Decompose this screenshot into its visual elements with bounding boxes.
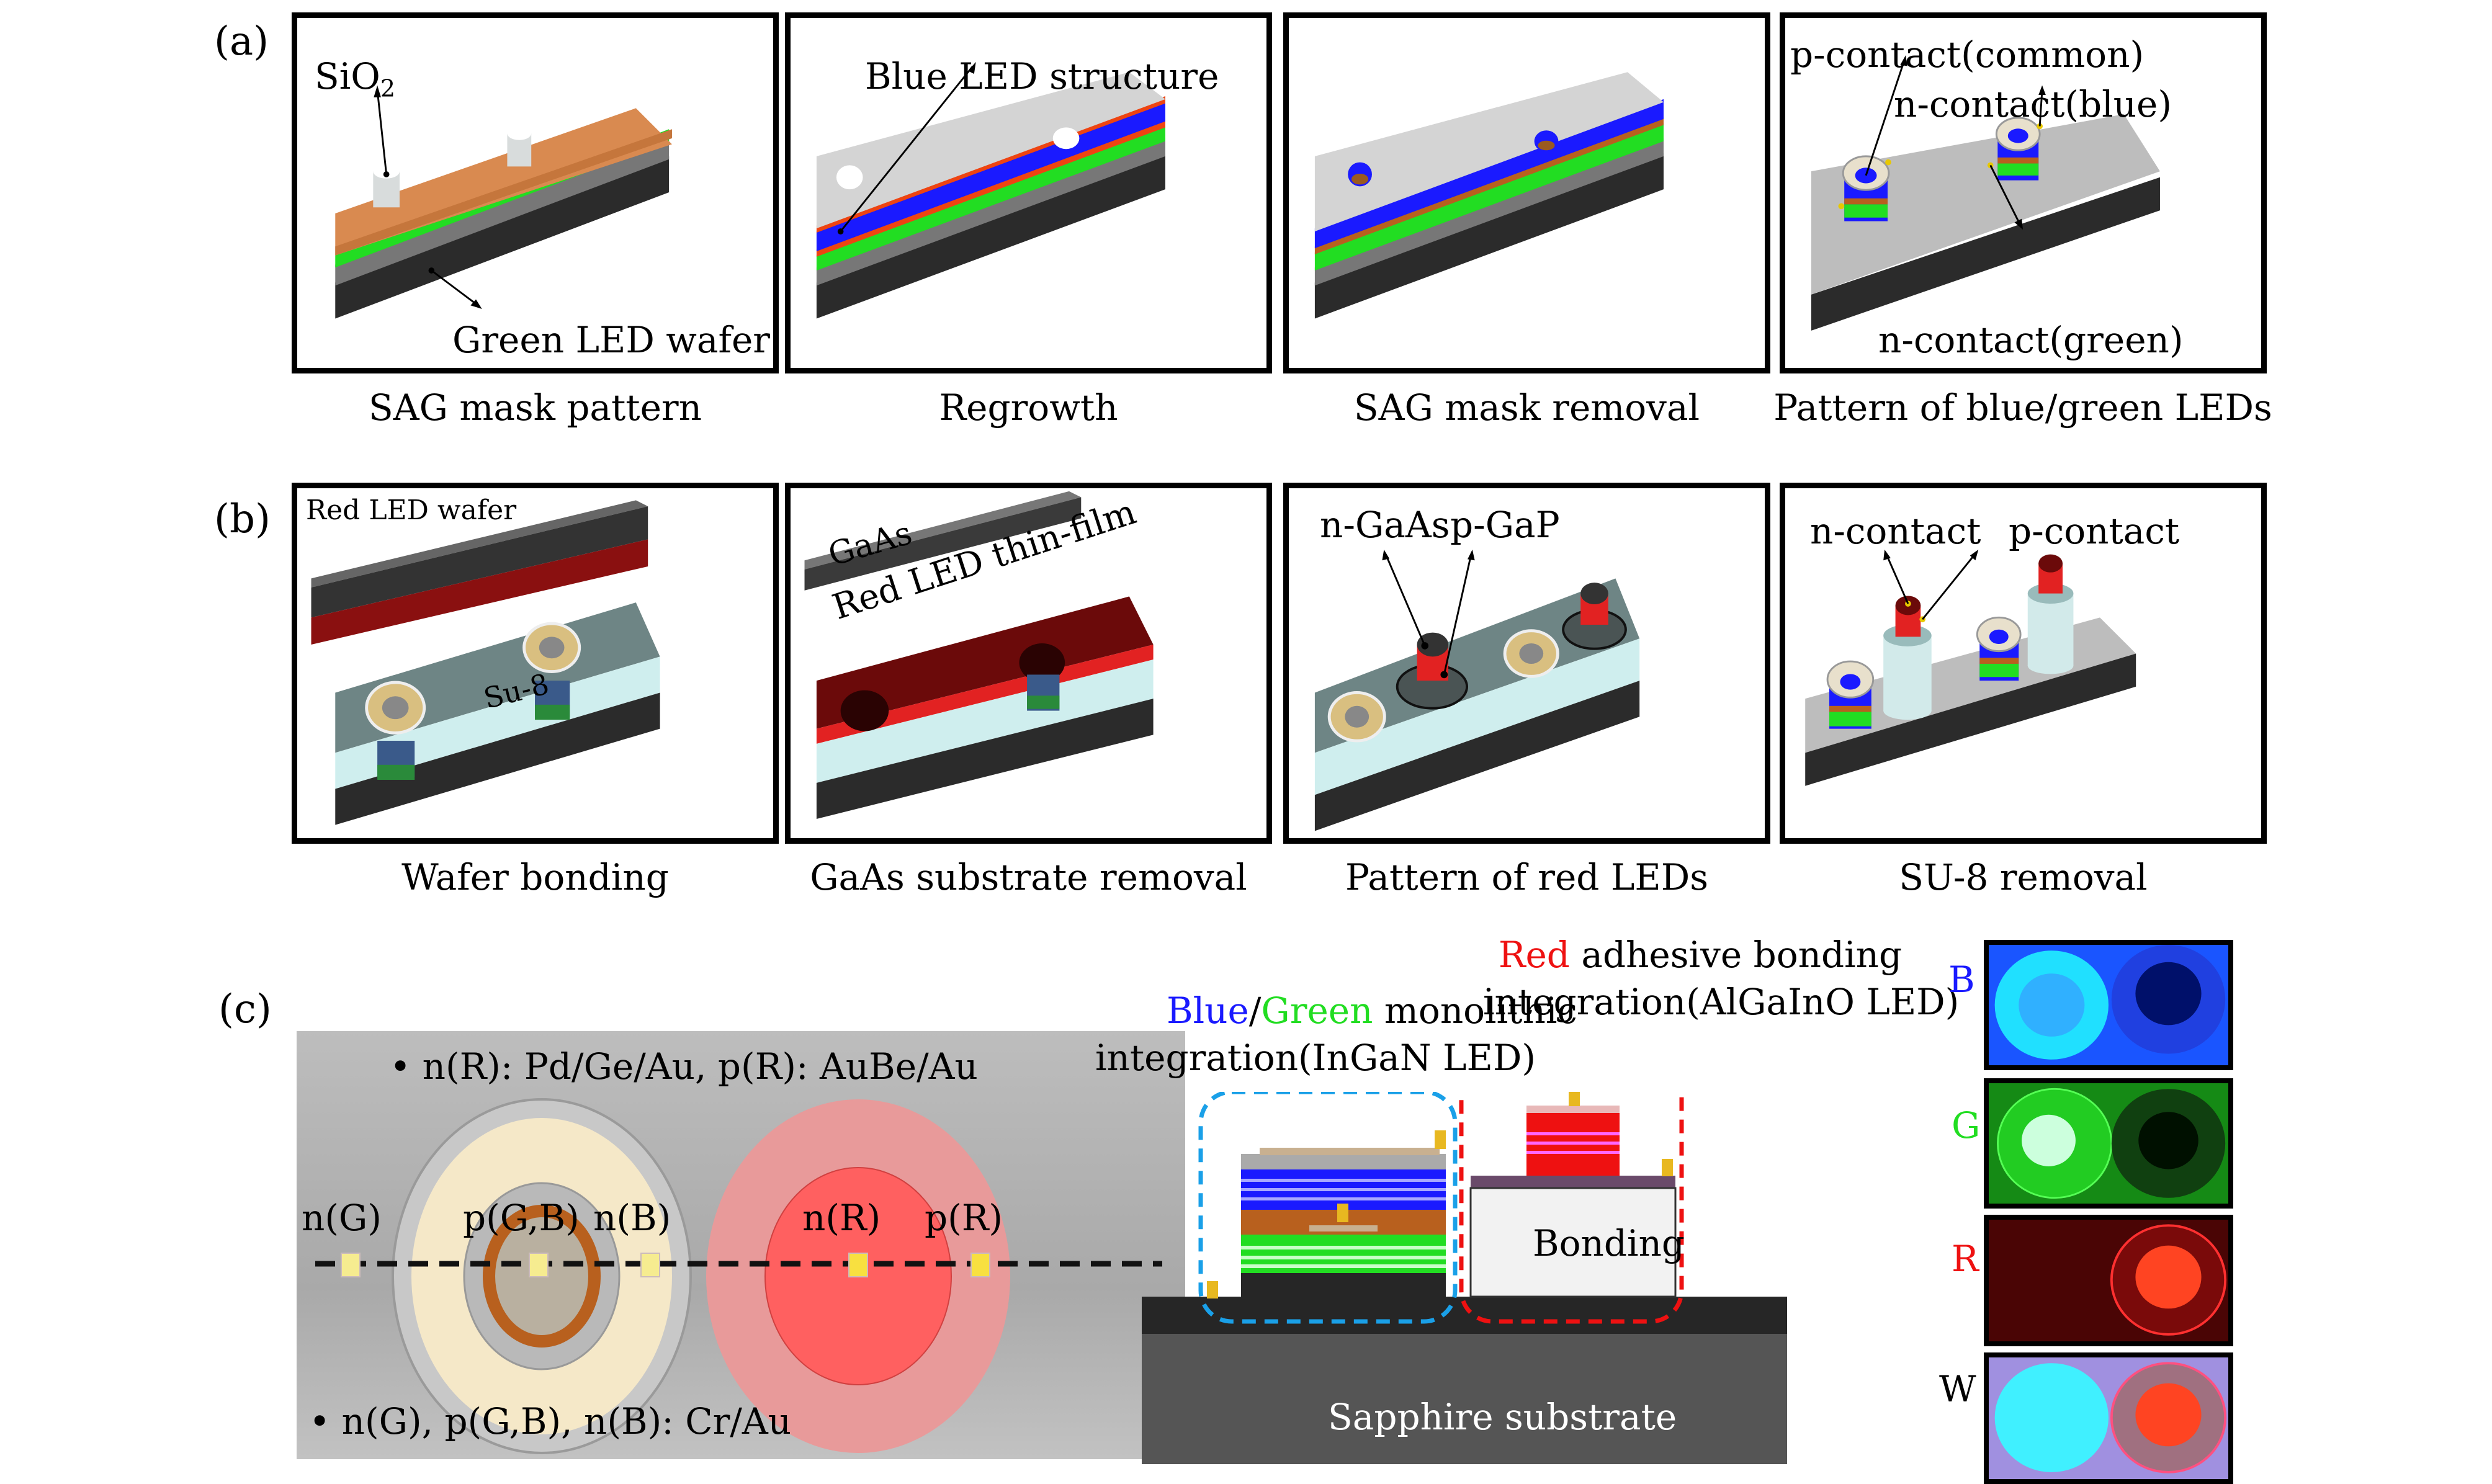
caption-sag-mask-pattern: SAG mask pattern [368,387,702,429]
top-view-layout: • n(R): Pd/Ge/Au, p(R): AuBe/Au • n(G), … [297,1031,1185,1459]
label-green-led-wafer: Green LED wafer [452,319,771,361]
photo-label-r: R [1952,1238,1979,1280]
photo-green-emission [1984,1078,2233,1209]
caption-pattern-red: Pattern of red LEDs [1345,856,1708,898]
top-view-graphic [315,1098,1162,1454]
label-n-contact-green: n-contact(green) [1878,319,2184,361]
panel-pattern-blue-green: p-contact(common) n-contact(blue) n-cont… [1780,12,2267,373]
blue-green-led-illustration [1811,55,2160,331]
gaas-removal-illustration [804,491,1154,819]
label-n-contact: n-contact [1810,510,1981,552]
label-red-adhesive-bonding: Red adhesive bonding integration(AlGaInO… [1483,934,1960,1023]
label-blue-led-structure: Blue LED structure [865,55,1219,97]
panel-sag-mask-pattern: SiO2 Green LED wafer [292,12,779,373]
caption-wafer-bonding: Wafer bonding [401,856,669,898]
contact-label-p-r: p(R) [925,1197,1003,1239]
photo-label-b: B [1948,959,1975,1001]
metal-note-green-blue: • n(G), p(G,B), n(B): Cr/Au [309,1400,792,1442]
mask-removal-illustration [1314,72,1664,319]
panel-sag-mask-removal [1283,12,1770,373]
caption-gaas-removal: GaAs substrate removal [810,856,1247,898]
caption-su8-removal: SU-8 removal [1899,856,2148,898]
caption-regrowth: Regrowth [939,387,1118,429]
cross-section-diagram [1142,1092,1787,1464]
contact-label-n-b: n(B) [593,1197,671,1239]
photo-label-g: G [1952,1104,1981,1147]
red-led-pattern-illustration [1314,549,1640,831]
section-label-c: (c) [218,986,272,1032]
wafer-illustration [335,85,672,319]
contact-label-p-gb: p(G,B) [463,1197,580,1239]
label-red-led-wafer: Red LED wafer [306,494,517,526]
label-n-contact-blue: n-contact(blue) [1894,83,2172,125]
label-sio2: SiO2 [315,55,396,102]
blue-green-region-outline [1198,1092,1458,1324]
section-label-b: (b) [214,496,271,542]
label-bonding: Bonding [1533,1222,1685,1264]
label-n-gaas: n-GaAs [1320,504,1450,546]
wafer-bonding-illustration [311,500,660,825]
section-label-a: (a) [214,19,269,65]
photo-label-w: W [1939,1368,1976,1410]
regrowth-illustration [816,61,1165,319]
panel-wafer-bonding: Red LED wafer Su-8 [292,483,779,844]
photo-white-emission [1984,1352,2233,1484]
contact-label-n-g: n(G) [302,1197,382,1239]
panel-su8-removal: n-contact p-contact [1780,483,2267,844]
caption-pattern-blue-green: Pattern of blue/green LEDs [1773,387,2272,429]
panel-pattern-red: n-GaAs p-GaP [1283,483,1770,844]
metal-note-red: • n(R): Pd/Ge/Au, p(R): AuBe/Au [390,1045,978,1088]
label-p-contact-common: p-contact(common) [1790,34,2145,76]
photo-red-emission [1984,1215,2233,1346]
red-region-outline [1459,1092,1684,1324]
sapphire-substrate [1142,1334,1787,1464]
panel-regrowth: Blue LED structure [785,12,1272,373]
contact-label-n-r: n(R) [802,1197,881,1239]
label-blue-green-monolithic: Blue/Green monolithic integration(InGaN … [1095,990,1577,1079]
panel-gaas-removal: GaAs Red LED thin-film [785,483,1272,844]
label-p-gap: p-GaP [1450,504,1560,546]
su8-removal-illustration [1805,549,2136,786]
label-sapphire-substrate: Sapphire substrate [1328,1396,1677,1438]
label-p-contact: p-contact [2009,510,2180,552]
photo-blue-emission [1984,940,2233,1070]
caption-sag-mask-removal: SAG mask removal [1353,387,1700,429]
